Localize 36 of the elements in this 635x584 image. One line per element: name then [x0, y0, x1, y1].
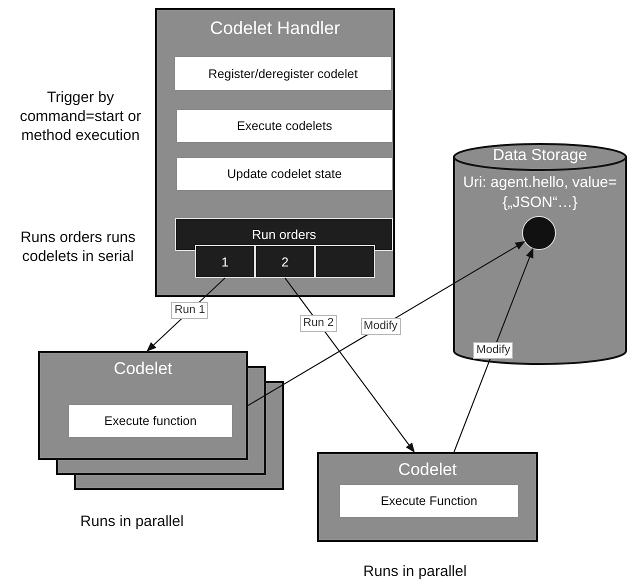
order-number: 1 [220, 254, 230, 269]
function-box [69, 405, 232, 437]
order-number: 2 [280, 254, 290, 269]
edge-label: Modify [473, 342, 514, 359]
codelet-card [317, 452, 538, 542]
title-text: Codelet [397, 460, 458, 480]
note-text: Runs in parallel [362, 562, 468, 581]
edge-label: Run 1 [171, 302, 208, 320]
order-cell [255, 245, 315, 278]
function-box [340, 485, 518, 517]
label-text: Update codelet state [226, 167, 343, 181]
edge-label: Modify [360, 318, 401, 336]
label-text: Execute function [103, 414, 198, 428]
order-cell [315, 245, 375, 278]
note-text: Trigger by command=start or method execution [18, 88, 142, 145]
storage-text: Uri: agent.hello, value={„JSON“…} [462, 173, 618, 213]
note-text: Runs in parallel [79, 512, 185, 531]
arrow [248, 241, 526, 406]
label-text: Execute Function [380, 494, 478, 508]
function-box [177, 158, 392, 190]
order-cell [195, 245, 255, 278]
edge-label: Run 2 [300, 314, 337, 332]
label-text: Execute codelets [236, 119, 334, 133]
codelet-card [38, 351, 248, 460]
label-text: Register/deregister codelet [207, 66, 359, 80]
function-box [177, 110, 392, 142]
function-box [175, 57, 391, 90]
arrow [454, 248, 534, 452]
note-text: Runs orders runs codelets in serial [19, 228, 137, 266]
title-text: Codelet Handler [208, 18, 342, 39]
label-text: Run orders [250, 227, 318, 242]
arrow [284, 278, 415, 453]
handler-panel [155, 8, 395, 297]
title-text: Data Storage [492, 147, 588, 165]
storage-cylinder [453, 143, 627, 365]
title-text: Codelet [112, 359, 174, 379]
